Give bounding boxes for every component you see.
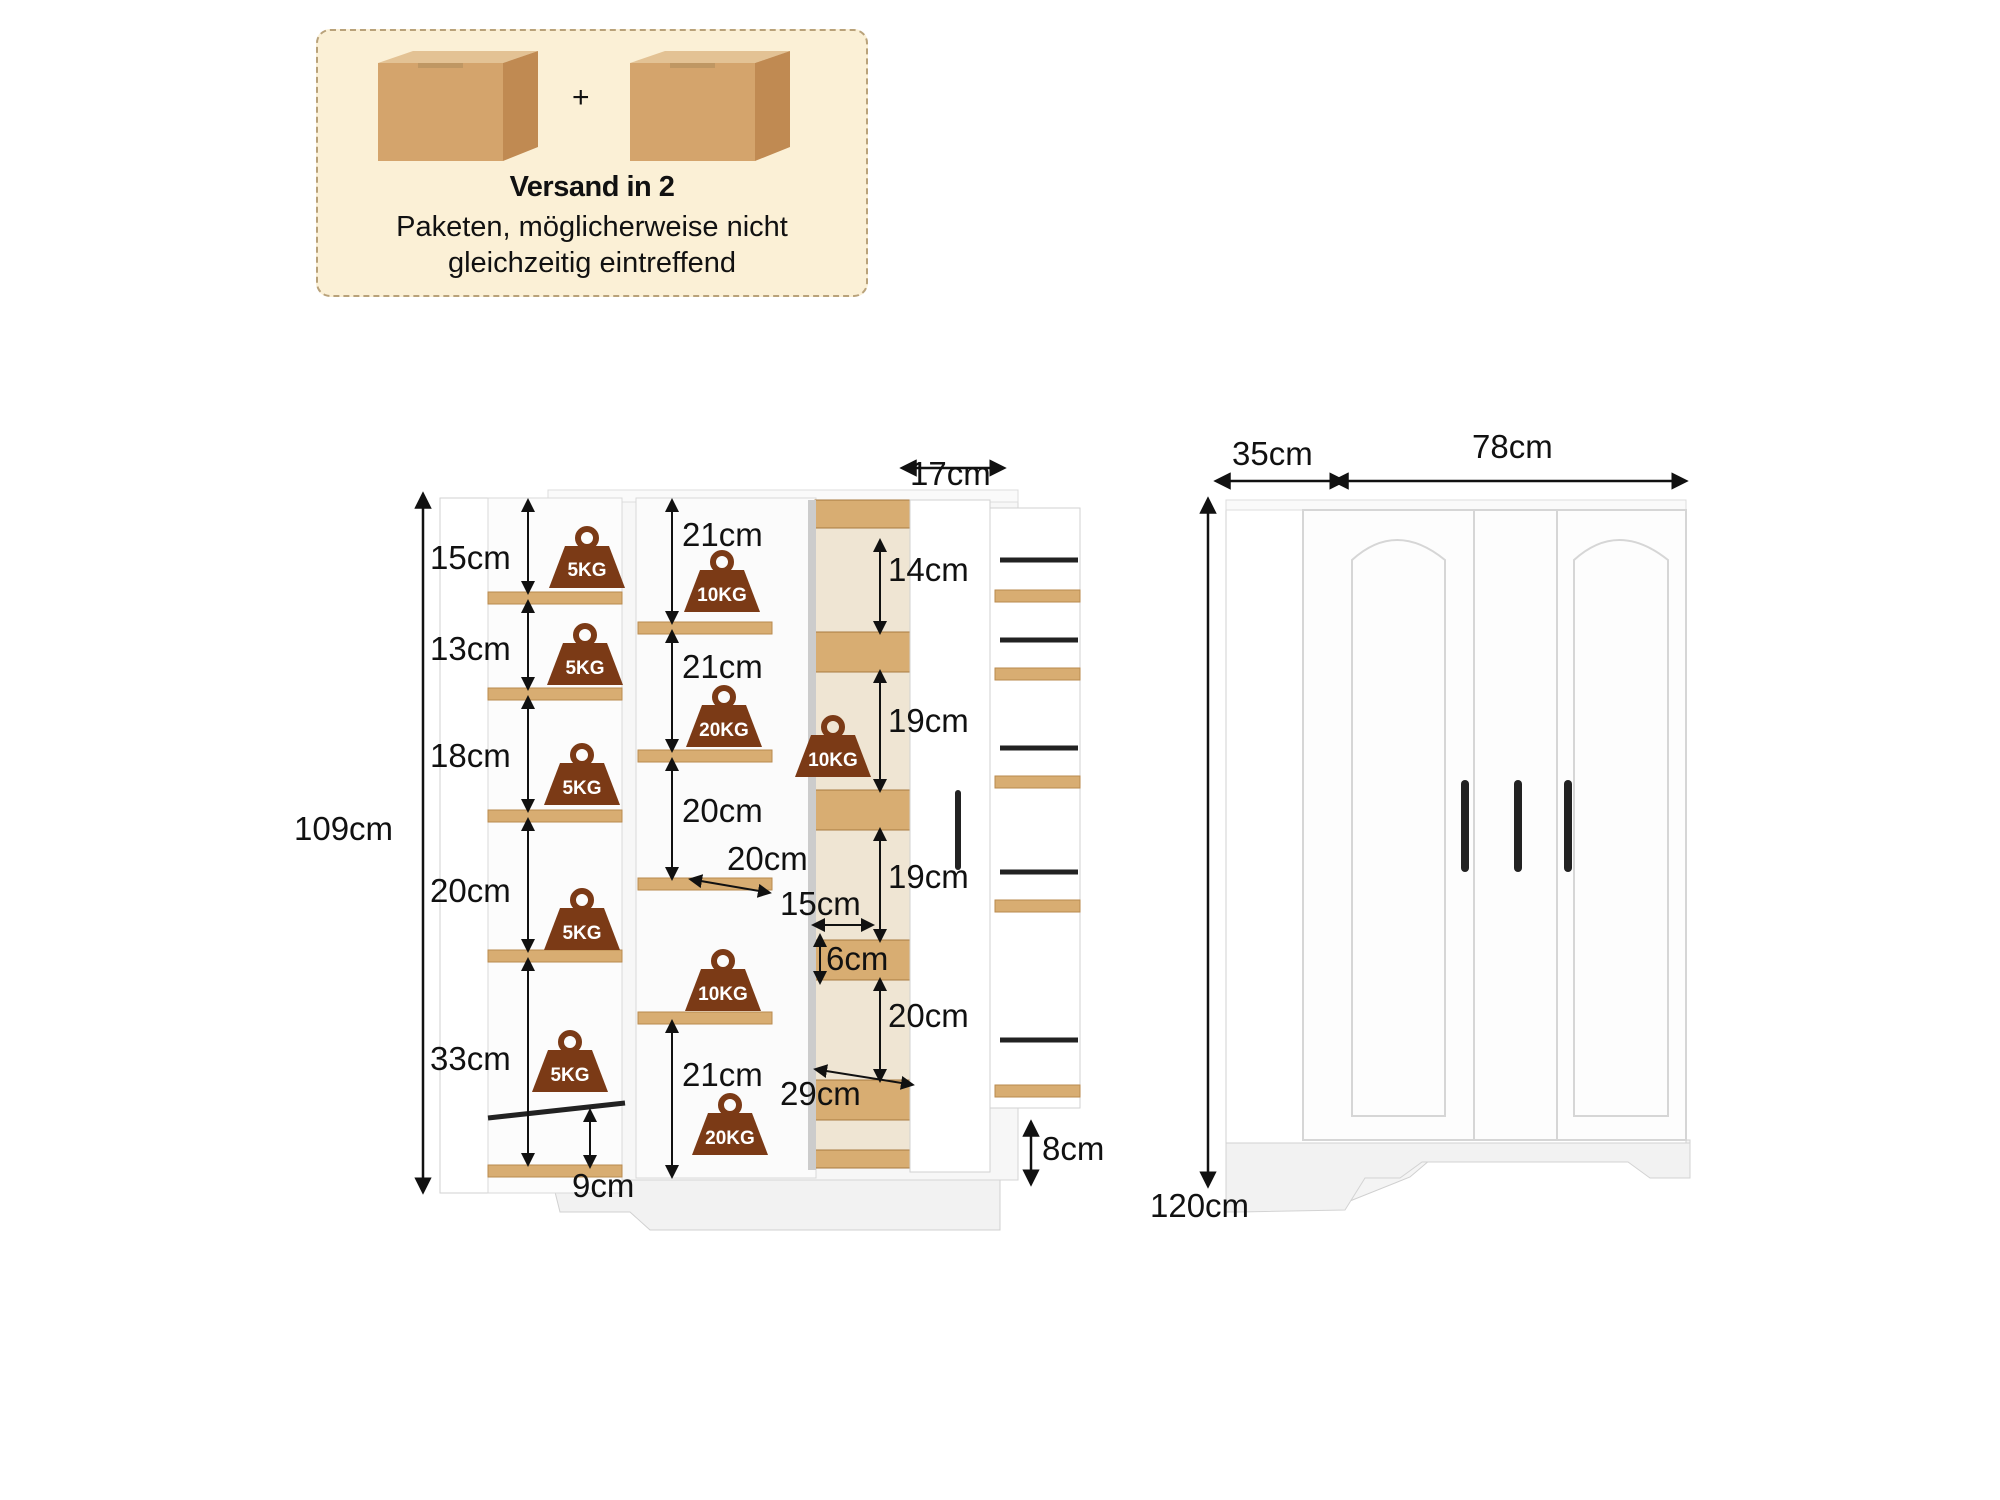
closed-height-label: 120cm: [1150, 1187, 1249, 1224]
pullout-gap-2: 19cm: [888, 702, 969, 739]
left-weight-2: 5KG: [565, 658, 604, 679]
center-weight-2: 20KG: [699, 720, 749, 741]
pullout-width-1: 15cm: [780, 885, 861, 922]
center-gap-1: 21cm: [682, 516, 763, 553]
left-weight-4: 5KG: [562, 923, 601, 944]
left-door-gap-arrows: [521, 498, 597, 1169]
left-gap-5: 33cm: [430, 1040, 511, 1077]
left-weight-1: 5KG: [567, 560, 606, 581]
pullout-gap-5: 20cm: [888, 997, 969, 1034]
left-gap-3: 18cm: [430, 737, 511, 774]
package-box-icon: [630, 51, 790, 161]
center-width-label: 20cm: [727, 840, 808, 877]
height-label: 109cm: [294, 810, 393, 847]
open-cabinet-illustration: [439, 489, 1081, 1231]
left-gap-2: 13cm: [430, 630, 511, 667]
pullout-unit: [808, 499, 916, 1170]
pullout-weight: 10KG: [808, 750, 858, 771]
center-weight-3: 10KG: [698, 984, 748, 1005]
shipping-title: Versand in 2: [509, 171, 675, 203]
closed-cabinet-illustration: [1225, 499, 1691, 1213]
center-weight-4: 20KG: [705, 1128, 755, 1149]
left-gap-6: 9cm: [572, 1167, 634, 1204]
door-handle: [1461, 780, 1469, 872]
shipping-text-line-1: Paketen, möglicherweise nicht: [396, 211, 788, 243]
door-handle: [1514, 780, 1522, 872]
right-door: [989, 507, 1081, 1109]
pullout-gap-4: 6cm: [826, 940, 888, 977]
pullout-gap-1: 14cm: [888, 551, 969, 588]
shipping-info-panel: + Versand in 2 Paketen, möglicherweise n…: [316, 29, 868, 297]
base-height-label: 8cm: [1042, 1130, 1104, 1167]
package-box-icon: [378, 51, 538, 161]
pullout-width-2: 29cm: [780, 1075, 861, 1112]
closed-width-label: 78cm: [1472, 428, 1553, 465]
pullout-gap-arrows: [811, 538, 915, 1090]
center-gap-2: 21cm: [682, 648, 763, 685]
door-handle: [955, 790, 961, 870]
center-gap-3: 20cm: [682, 792, 763, 829]
pullout-gap-3: 19cm: [888, 858, 969, 895]
left-weight-3: 5KG: [562, 778, 601, 799]
left-gap-4: 20cm: [430, 872, 511, 909]
left-weight-5: 5KG: [550, 1065, 589, 1086]
door-handle: [1564, 780, 1572, 872]
plus-sign: +: [572, 81, 590, 114]
left-gap-1: 15cm: [430, 539, 511, 576]
center-gap-arrows: [665, 498, 772, 1179]
center-weight-1: 10KG: [697, 585, 747, 606]
center-gap-4: 21cm: [682, 1056, 763, 1093]
shipping-text-line-2: gleichzeitig eintreffend: [447, 247, 737, 279]
closed-depth-label: 35cm: [1232, 435, 1313, 472]
depth-label: 17cm: [910, 455, 991, 492]
